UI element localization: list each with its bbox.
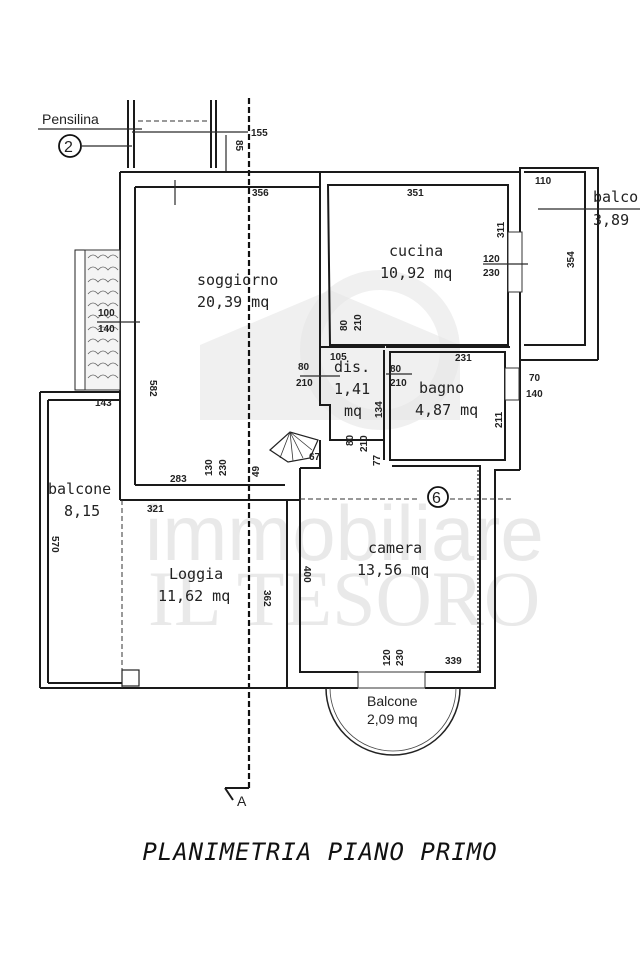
dim-210-dis-bottom: 210 (359, 435, 370, 452)
dim-143: 143 (95, 398, 112, 409)
watermark: immobiliare IL TESORO (145, 270, 544, 642)
section-marker-label: A (237, 793, 247, 809)
dis-area: 1,41 (334, 380, 370, 398)
dim-85: 85 (233, 140, 244, 152)
dim-311: 311 (496, 221, 507, 238)
room-loggia: 321 362 Loggia 11,62 mq (121, 500, 288, 688)
room-balcone-right: 110 354 balco 3,89 (520, 168, 640, 361)
dim-354: 354 (566, 251, 577, 268)
dim-210-dis-left: 210 (296, 378, 313, 389)
dim-339: 339 (445, 656, 462, 667)
dim-140-window: 140 (98, 324, 115, 335)
camera-area: 13,56 mq (357, 561, 429, 579)
dim-231: 231 (455, 353, 472, 364)
dim-110: 110 (535, 176, 552, 187)
cucina-area: 10,92 mq (380, 264, 452, 282)
dim-211: 211 (494, 411, 505, 428)
room-balcone-small: Balcone 2,09 mq (325, 687, 461, 756)
dim-283: 283 (170, 474, 187, 485)
marker-6-circle (427, 486, 449, 508)
watermark-line1: immobiliare (145, 489, 544, 577)
dim-356: 356 (252, 188, 269, 199)
balcone-left-area: 8,15 (64, 502, 100, 520)
camera-name: camera (368, 539, 422, 557)
bagno-name: bagno (419, 379, 464, 397)
dim-230-soggiorno: 230 (218, 459, 229, 476)
dim-134: 134 (374, 401, 385, 418)
section-line-a: A (224, 98, 251, 809)
pensilina: Pensilina 2 155 85 (38, 100, 268, 172)
soggiorno-name: soggiorno (197, 271, 278, 289)
balcone-right-name: balco (593, 188, 638, 206)
dim-230-camera: 230 (395, 649, 406, 666)
marker-2-label: 2 (64, 139, 73, 156)
room-balcone-left: 143 570 balcone 8,15 (39, 391, 300, 689)
cucina-name: cucina (389, 242, 443, 260)
dim-321: 321 (147, 504, 164, 515)
room-disimpegno: 105 80 210 dis. 1,41 mq 134 80 210 77 (296, 347, 385, 466)
room-camera: 6 400 camera 13,56 mq 120 230 339 (287, 465, 520, 689)
dim-362: 362 (261, 590, 272, 607)
bagno-area: 4,87 mq (415, 401, 478, 419)
dim-80-kitchen-door: 80 (339, 319, 350, 331)
dim-120-kitchen: 120 (483, 254, 500, 265)
balcone-small-name: Balcone (367, 693, 418, 709)
dim-67: 67 (309, 452, 321, 463)
room-bagno: 80 210 231 211 70 140 bagno 4,87 mq (386, 346, 543, 461)
stone-wall: 100 140 (74, 249, 140, 391)
marker-6-label: 6 (432, 490, 441, 507)
dim-210-kitchen-door: 210 (353, 314, 364, 331)
balcone-right-area: 3,89 (593, 211, 629, 229)
dim-120-camera: 120 (382, 649, 393, 666)
dim-77: 77 (372, 454, 383, 466)
dim-230-kitchen: 230 (483, 268, 500, 279)
loggia-area: 11,62 mq (158, 587, 230, 605)
dim-400: 400 (301, 566, 312, 583)
dim-80-dis-bottom: 80 (345, 434, 356, 446)
dim-140-bagno: 140 (526, 389, 543, 400)
dim-80-dis-left: 80 (298, 362, 310, 373)
dim-49: 49 (251, 465, 262, 477)
dim-80-bagno: 80 (390, 364, 402, 375)
dis-name: dis. (334, 358, 370, 376)
dim-100: 100 (98, 308, 115, 319)
dim-351: 351 (407, 188, 424, 199)
watermark-line2: IL TESORO (148, 555, 540, 642)
room-soggiorno: 356 582 soggiorno 20,39 mq 283 130 230 4… (147, 180, 278, 485)
dim-105: 105 (330, 352, 347, 363)
plan-title: PLANIMETRIA PIANO PRIMO (142, 838, 498, 866)
marker-2-circle (58, 134, 82, 158)
dim-70: 70 (529, 373, 541, 384)
pensilina-label: Pensilina (42, 111, 99, 127)
dim-155: 155 (251, 128, 268, 139)
dis-unit: mq (344, 402, 362, 420)
soggiorno-area: 20,39 mq (197, 293, 269, 311)
balcone-small-area: 2,09 mq (367, 711, 418, 727)
dim-582: 582 (147, 380, 158, 397)
loggia-name: Loggia (169, 565, 223, 583)
dim-130: 130 (204, 459, 215, 476)
room-cucina: 351 311 120 230 cucina 10,92 mq 80 210 (319, 172, 528, 470)
dim-210-bagno: 210 (390, 378, 407, 389)
dim-570: 570 (49, 536, 60, 553)
spiral-staircase: 67 (269, 431, 321, 469)
balcone-left-name: balcone (48, 480, 111, 498)
